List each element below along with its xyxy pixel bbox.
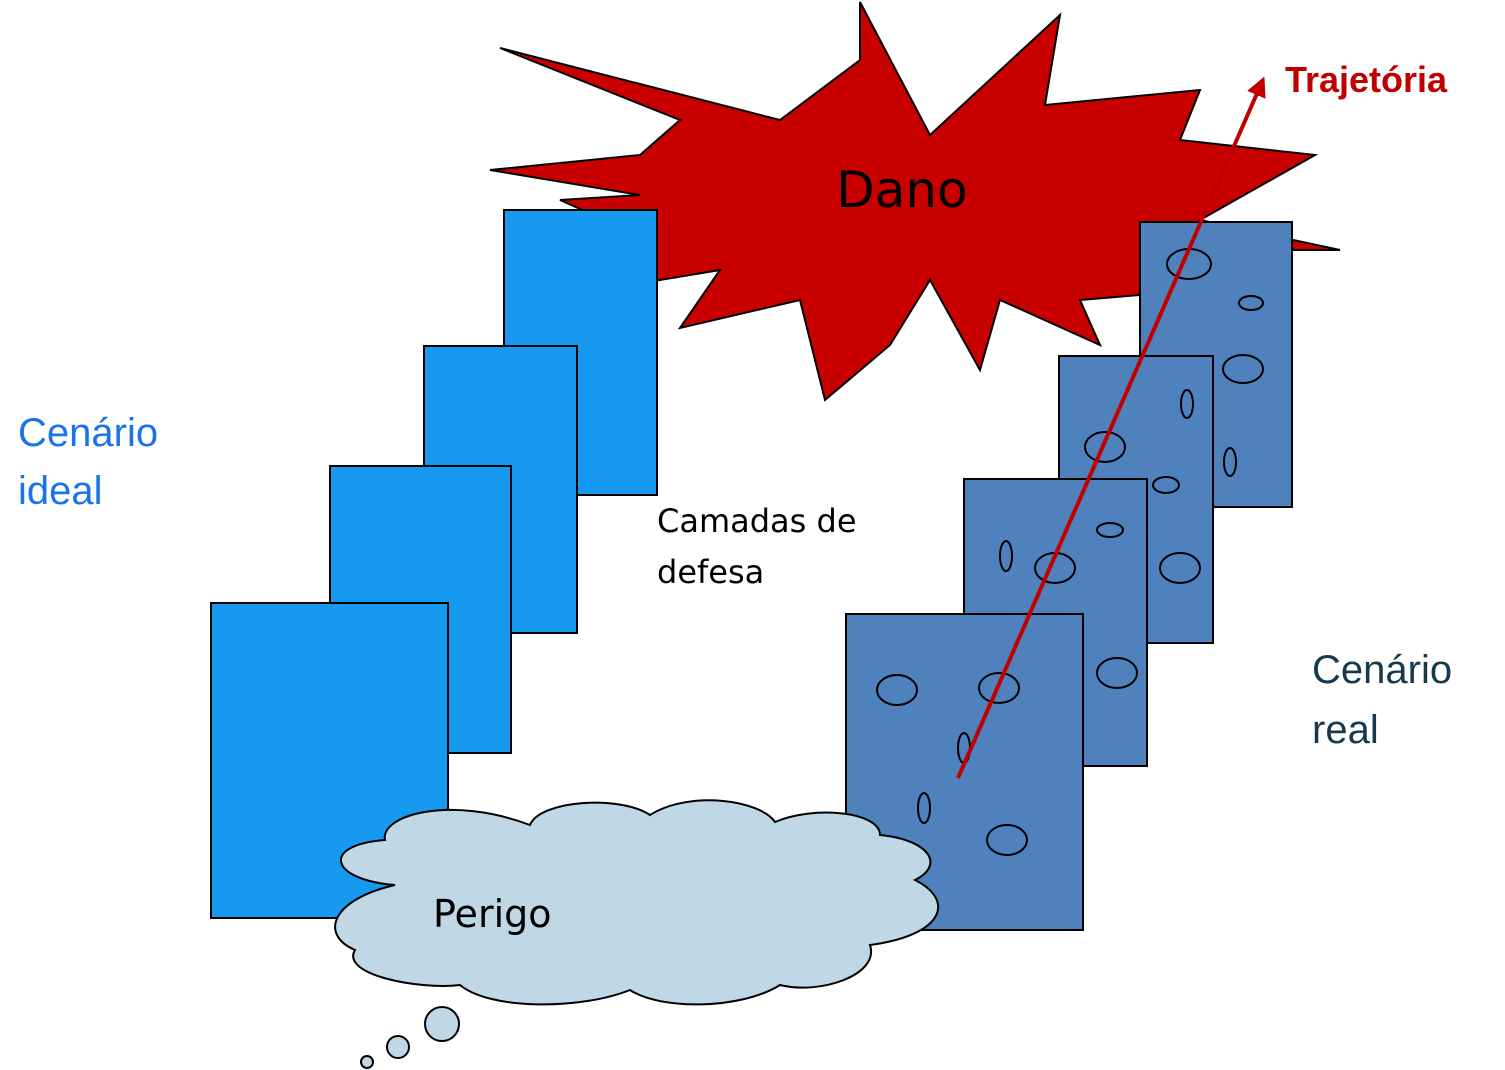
ideal-scenario-label: Cenário ideal bbox=[18, 411, 169, 513]
hole bbox=[999, 540, 1013, 572]
hole bbox=[1152, 476, 1180, 494]
thought-bubble-large bbox=[424, 1006, 460, 1042]
trajectory-arrow bbox=[956, 76, 1266, 779]
hole bbox=[1223, 447, 1237, 477]
harm-starburst bbox=[489, 1, 1341, 402]
trajectory-label: Trajetória bbox=[1285, 59, 1448, 100]
thought-bubble-small bbox=[360, 1055, 374, 1069]
hole bbox=[1222, 354, 1264, 384]
hole bbox=[1096, 657, 1138, 689]
hazard-label: Perigo bbox=[433, 892, 552, 936]
hazard-cloud bbox=[334, 799, 940, 1006]
hole bbox=[1238, 295, 1264, 311]
hole bbox=[1084, 431, 1126, 463]
hole bbox=[917, 792, 931, 824]
harm-label: Dano bbox=[836, 161, 967, 219]
hole bbox=[978, 672, 1020, 704]
defense-layers-label: Camadas de defesa bbox=[657, 502, 867, 591]
hole bbox=[1159, 552, 1201, 584]
hole bbox=[876, 674, 918, 706]
hole bbox=[1180, 389, 1194, 419]
hole bbox=[1096, 522, 1124, 538]
thought-bubble-medium bbox=[386, 1035, 410, 1059]
real-scenario-label: Cenário real bbox=[1312, 648, 1463, 752]
hole bbox=[986, 824, 1028, 856]
